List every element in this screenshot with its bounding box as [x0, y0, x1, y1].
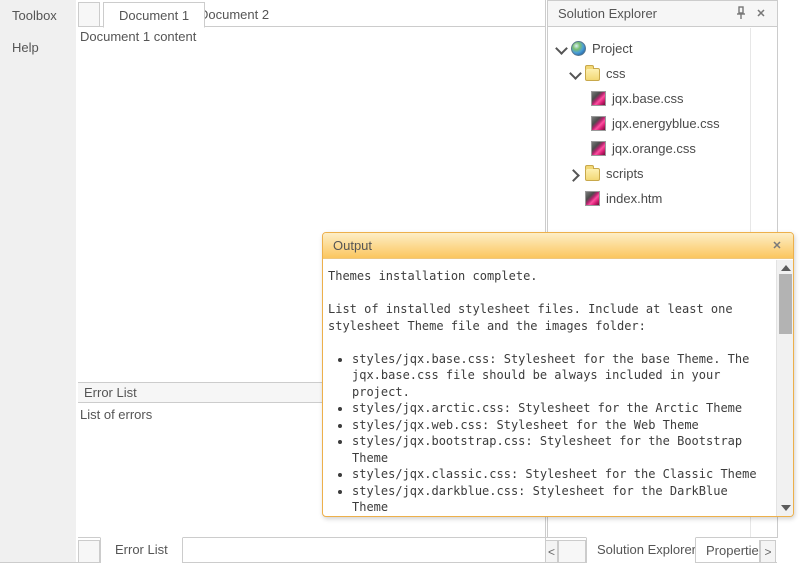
output-window: Output ✕ Themes installation complete. L… — [322, 232, 794, 517]
folder-icon — [585, 68, 600, 81]
tabstrip-corner — [78, 2, 100, 27]
tree-item-index-htm[interactable]: index.htm — [548, 186, 750, 211]
output-bullet: styles/jqx.darkblue.css: Stylesheet for … — [352, 483, 765, 516]
output-bullet-list: styles/jqx.base.css: Stylesheet for the … — [328, 351, 765, 517]
tree-item-label: jqx.energyblue.css — [612, 116, 720, 131]
tree-item-label: jqx.base.css — [612, 91, 684, 106]
output-window-title: Output — [333, 238, 372, 253]
solution-explorer-title: Solution Explorer — [558, 6, 657, 21]
output-line: List of installed stylesheet files. Incl… — [328, 301, 765, 334]
bottom-tab-error-list[interactable]: Error List — [100, 537, 183, 563]
scroll-down-arrow-icon[interactable] — [777, 500, 794, 516]
chevron-right-icon[interactable] — [568, 167, 582, 181]
tree-item-css[interactable]: css — [548, 61, 750, 86]
tree-item-jqx-base-css[interactable]: jqx.base.css — [548, 86, 750, 111]
tree-item-jqx-orange-css[interactable]: jqx.orange.css — [548, 136, 750, 161]
css-file-icon — [591, 141, 606, 156]
tree-item-scripts[interactable]: scripts — [548, 161, 750, 186]
output-window-titlebar[interactable]: Output ✕ — [323, 233, 793, 259]
output-bullet: styles/jqx.base.css: Stylesheet for the … — [352, 351, 765, 401]
tree-item-label: Project — [592, 41, 632, 56]
tree-item-jqx-energyblue-css[interactable]: jqx.energyblue.css — [548, 111, 750, 136]
left-sidebar: Toolbox Help — [0, 0, 76, 562]
tree-item-label: scripts — [606, 166, 644, 181]
tree-item-project[interactable]: Project — [548, 36, 750, 61]
close-icon[interactable]: ✕ — [753, 6, 769, 22]
close-icon[interactable]: ✕ — [769, 233, 785, 259]
output-bullet: styles/jqx.web.css: Stylesheet for the W… — [352, 417, 765, 434]
output-bullet: styles/jqx.bootstrap.css: Stylesheet for… — [352, 433, 765, 466]
output-content: Themes installation complete. List of in… — [323, 260, 776, 516]
output-bullet: styles/jqx.energyblue.css: Stylesheet fo… — [352, 516, 765, 517]
solution-explorer-header[interactable]: Solution Explorer ✕ — [548, 1, 777, 27]
scroll-right-arrow-icon[interactable]: > — [760, 540, 776, 563]
output-line: Themes installation complete. — [328, 268, 765, 285]
sidebar-item-toolbox[interactable]: Toolbox — [0, 0, 76, 32]
bottom-tab-solution-explorer[interactable]: Solution Explorer — [586, 537, 696, 563]
scrollbar-thumb[interactable] — [779, 274, 792, 334]
sidebar-item-help[interactable]: Help — [0, 32, 76, 64]
bottom-tabstrip: Error List — [78, 537, 546, 562]
pin-icon[interactable] — [733, 6, 749, 22]
vertical-scrollbar[interactable] — [776, 260, 793, 516]
output-bullet: styles/jqx.arctic.css: Stylesheet for th… — [352, 400, 765, 417]
chevron-down-icon[interactable] — [568, 67, 582, 81]
css-file-icon — [585, 191, 600, 206]
right-tabstrip-corner — [558, 540, 586, 563]
chevron-down-icon[interactable] — [554, 42, 568, 56]
tab-document-1[interactable]: Document 1 — [103, 2, 205, 28]
scroll-left-arrow-icon[interactable]: < — [545, 540, 558, 563]
tree-item-label: index.htm — [606, 191, 662, 206]
output-bullet: styles/jqx.classic.css: Stylesheet for t… — [352, 466, 765, 483]
globe-icon — [571, 41, 586, 56]
chevron-empty-slot — [568, 192, 582, 206]
css-file-icon — [591, 116, 606, 131]
document-tabstrip: Document 1 Document 2 — [78, 0, 545, 27]
css-file-icon — [591, 91, 606, 106]
tree-item-label: jqx.orange.css — [612, 141, 696, 156]
folder-icon — [585, 168, 600, 181]
bottom-tab-properties[interactable]: Properties — [696, 540, 760, 563]
tree-item-label: css — [606, 66, 626, 81]
right-bottom-tabstrip: < Solution Explorer Properties > — [545, 537, 777, 562]
bottom-tabstrip-corner — [78, 540, 100, 563]
